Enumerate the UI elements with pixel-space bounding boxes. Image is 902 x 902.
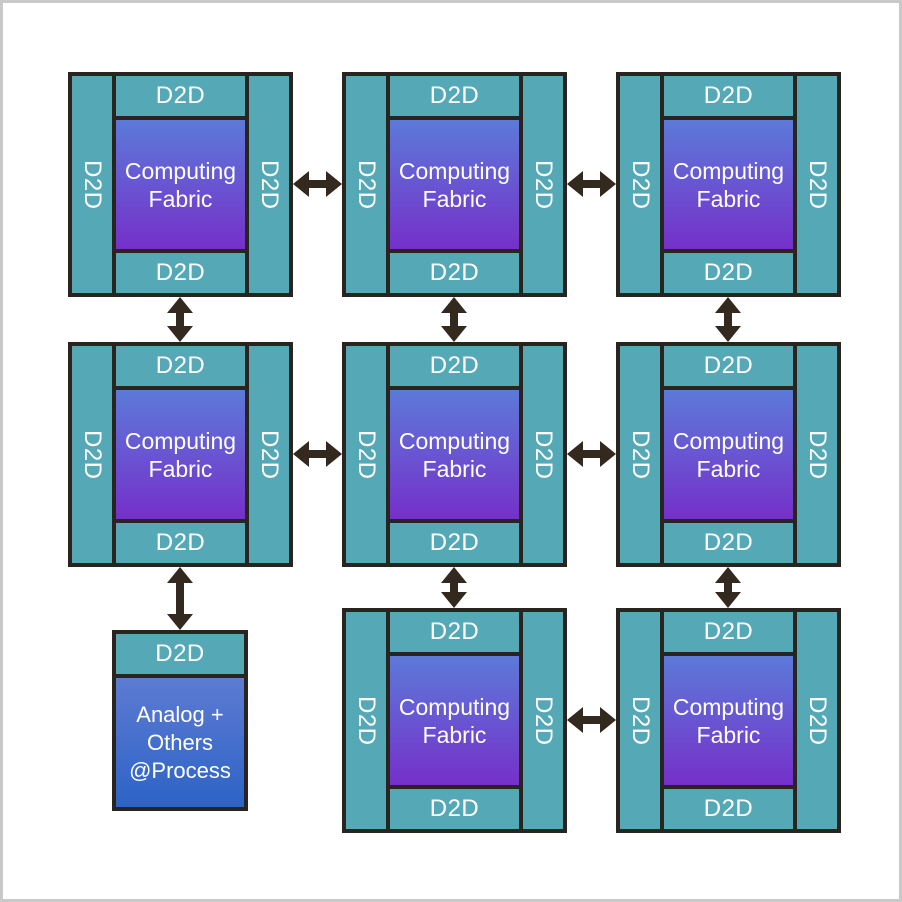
d2d-top-bar: D2D <box>116 76 245 116</box>
d2d-left-bar: D2D <box>346 612 386 829</box>
d2d-bottom-bar: D2D <box>116 523 245 563</box>
analog-d2d-bar: D2D <box>116 634 244 674</box>
d2d-left-bar: D2D <box>346 346 386 563</box>
d2d-bottom-bar: D2D <box>390 523 519 563</box>
d2d-label: D2D <box>804 695 831 746</box>
d2d-label: D2D <box>155 640 205 667</box>
d2d-label: D2D <box>530 429 557 480</box>
d2d-label: D2D <box>155 352 206 379</box>
d2d-left-bar: D2D <box>72 76 112 293</box>
d2d-left-bar: D2D <box>346 76 386 293</box>
d2d-label: D2D <box>429 259 480 286</box>
d2d-label: D2D <box>703 352 754 379</box>
d2d-top-bar: D2D <box>390 612 519 652</box>
d2d-bottom-bar: D2D <box>116 253 245 293</box>
d2d-left-bar: D2D <box>72 346 112 563</box>
d2d-label: D2D <box>155 259 206 286</box>
d2d-top-bar: D2D <box>664 612 793 652</box>
d2d-left-bar: D2D <box>620 612 660 829</box>
d2d-right-bar: D2D <box>797 612 837 829</box>
d2d-label: D2D <box>530 695 557 746</box>
d2d-top-bar: D2D <box>664 346 793 386</box>
d2d-label: D2D <box>627 695 654 746</box>
d2d-right-bar: D2D <box>523 76 563 293</box>
d2d-left-bar: D2D <box>620 346 660 563</box>
d2d-label: D2D <box>256 429 283 480</box>
d2d-right-bar: D2D <box>249 76 289 293</box>
d2d-label: D2D <box>353 695 380 746</box>
d2d-label: D2D <box>703 82 754 109</box>
d2d-top-bar: D2D <box>390 76 519 116</box>
d2d-label: D2D <box>703 259 754 286</box>
d2d-label: D2D <box>353 429 380 480</box>
d2d-label: D2D <box>429 618 480 645</box>
d2d-label: D2D <box>804 159 831 210</box>
d2d-label: D2D <box>353 159 380 210</box>
d2d-right-bar: D2D <box>523 346 563 563</box>
d2d-bottom-bar: D2D <box>390 789 519 829</box>
d2d-label: D2D <box>703 795 754 822</box>
d2d-label: D2D <box>155 529 206 556</box>
d2d-bottom-bar: D2D <box>664 523 793 563</box>
d2d-bottom-bar: D2D <box>664 789 793 829</box>
analog-label: Analog +Others@Process <box>129 701 231 783</box>
d2d-label: D2D <box>627 159 654 210</box>
d2d-bottom-bar: D2D <box>664 253 793 293</box>
d2d-left-bar: D2D <box>620 76 660 293</box>
d2d-bottom-bar: D2D <box>390 253 519 293</box>
d2d-label: D2D <box>429 795 480 822</box>
d2d-label: D2D <box>429 529 480 556</box>
d2d-right-bar: D2D <box>797 76 837 293</box>
d2d-label: D2D <box>703 529 754 556</box>
d2d-label: D2D <box>155 82 206 109</box>
d2d-label: D2D <box>429 82 480 109</box>
analog-body-block: Analog +Others@Process <box>116 678 244 807</box>
d2d-label: D2D <box>79 159 106 210</box>
d2d-label: D2D <box>79 429 106 480</box>
d2d-right-bar: D2D <box>249 346 289 563</box>
d2d-label: D2D <box>627 429 654 480</box>
d2d-label: D2D <box>256 159 283 210</box>
analog-chiplet-block: D2D Analog +Others@Process <box>112 630 248 811</box>
d2d-top-bar: D2D <box>390 346 519 386</box>
d2d-top-bar: D2D <box>116 346 245 386</box>
d2d-top-bar: D2D <box>664 76 793 116</box>
d2d-label: D2D <box>429 352 480 379</box>
d2d-label: D2D <box>703 618 754 645</box>
d2d-label: D2D <box>804 429 831 480</box>
d2d-right-bar: D2D <box>797 346 837 563</box>
d2d-right-bar: D2D <box>523 612 563 829</box>
d2d-label: D2D <box>530 159 557 210</box>
